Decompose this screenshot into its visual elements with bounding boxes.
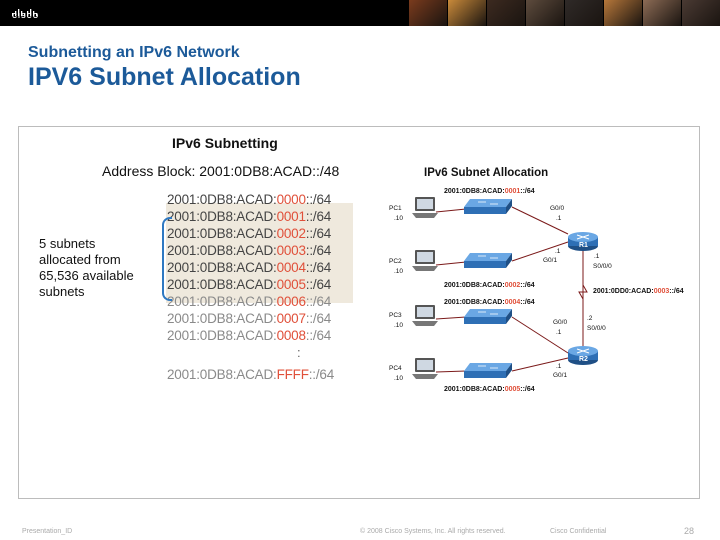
subnet-row: 2001:0DB8:ACAD:0000::/64 bbox=[167, 192, 332, 207]
diagram-heading: IPv6 Subnet Allocation bbox=[424, 167, 548, 179]
subnet-row: 2001:0DB8:ACAD:0008::/64 bbox=[167, 328, 332, 343]
subnet-label-0003: 2001:0DD0:ACAD:0003::/64 bbox=[593, 288, 684, 295]
allocation-note-line: subnets bbox=[39, 284, 85, 299]
pc1-host: .10 bbox=[394, 215, 403, 222]
r2-s000-label: S0/0/0 bbox=[587, 325, 606, 332]
r2-s000-host: .2 bbox=[587, 315, 593, 322]
serial-link-zigzag bbox=[578, 284, 588, 300]
pc2-name: PC2 bbox=[389, 258, 402, 265]
allocation-note-line: 65,536 available bbox=[39, 268, 134, 283]
subnet-row: 2001:0DB8:ACAD:0005::/64 bbox=[167, 277, 332, 292]
pc-2 bbox=[412, 250, 438, 271]
header-photo bbox=[525, 0, 564, 26]
switch-4 bbox=[464, 363, 512, 378]
header-bar: CISCO bbox=[0, 0, 720, 26]
pc-4 bbox=[412, 358, 438, 379]
r2-g01-host: .1 bbox=[556, 363, 562, 370]
allocation-note-line: 5 subnets bbox=[39, 236, 96, 251]
links bbox=[435, 206, 584, 373]
cisco-logo-icon bbox=[12, 9, 38, 16]
subnet-label-0004: 2001:0DB8:ACAD:0004::/64 bbox=[444, 299, 535, 306]
pc-1 bbox=[412, 197, 438, 218]
header-photo bbox=[486, 0, 525, 26]
subnet-row: 2001:0DB8:ACAD:0007::/64 bbox=[167, 311, 332, 326]
header-photo-strip bbox=[408, 0, 720, 26]
r1-g01-host: .1 bbox=[555, 248, 561, 255]
switch-1 bbox=[464, 199, 512, 214]
pc4-host: .10 bbox=[394, 375, 403, 382]
network-diagram: IPv6 Subnet Allocation 2001:0DB8:ACAD:00… bbox=[389, 167, 684, 393]
subnet-ellipsis: : bbox=[297, 345, 301, 360]
slide-subtitle: Subnetting an IPv6 Network bbox=[28, 44, 240, 61]
pc-3 bbox=[412, 305, 438, 326]
router-r1-label: R1 bbox=[579, 242, 588, 249]
footer-copyright: © 2008 Cisco Systems, Inc. All rights re… bbox=[360, 528, 506, 535]
footer-confidential: Cisco Confidential bbox=[550, 528, 607, 535]
header-photo bbox=[681, 0, 720, 26]
router-r2-label: R2 bbox=[579, 356, 588, 363]
pc3-host: .10 bbox=[394, 322, 403, 329]
pc2-host: .10 bbox=[394, 268, 403, 275]
header-photo bbox=[447, 0, 486, 26]
r1-s000-label: S0/0/0 bbox=[593, 263, 612, 270]
header-photo bbox=[564, 0, 603, 26]
slide-title: IPV6 Subnet Allocation bbox=[28, 63, 301, 91]
subnet-row: 2001:0DB8:ACAD:0004::/64 bbox=[167, 260, 332, 275]
r1-g00-host: .1 bbox=[556, 215, 562, 222]
router-r2 bbox=[568, 346, 598, 365]
content-figure: IPv6 Subnetting Address Block: 2001:0DB8… bbox=[18, 126, 700, 499]
switch-2 bbox=[464, 253, 512, 268]
header-photo bbox=[408, 0, 447, 26]
switch-3 bbox=[464, 309, 512, 324]
subnet-label-0001: 2001:0DB8:ACAD:0001::/64 bbox=[444, 188, 535, 195]
subnet-row: 2001:0DB8:ACAD:0006::/64 bbox=[167, 294, 332, 309]
pc3-name: PC3 bbox=[389, 312, 402, 319]
r1-g00-label: G0/0 bbox=[550, 205, 564, 212]
router-r1 bbox=[568, 232, 598, 251]
subnet-row: 2001:0DB8:ACAD:0001::/64 bbox=[167, 209, 332, 224]
header-photo bbox=[642, 0, 681, 26]
brand-name: CISCO bbox=[12, 13, 40, 20]
subnetting-heading: IPv6 Subnetting bbox=[172, 135, 278, 151]
allocation-bracket bbox=[162, 217, 172, 301]
allocated-subnets-highlight bbox=[166, 203, 353, 303]
subnet-row-last: 2001:0DB8:ACAD:FFFF::/64 bbox=[167, 367, 335, 382]
subnet-label-0002: 2001:0DB8:ACAD:0002::/64 bbox=[444, 282, 535, 289]
pc4-name: PC4 bbox=[389, 365, 402, 372]
subnet-row: 2001:0DB8:ACAD:0003::/64 bbox=[167, 243, 332, 258]
subnet-label-0005: 2001:0DB8:ACAD:0005::/64 bbox=[444, 386, 535, 393]
r1-s000-host: .1 bbox=[594, 253, 600, 260]
allocation-note-line: allocated from bbox=[39, 252, 121, 267]
r2-g00-host: .1 bbox=[556, 329, 562, 336]
r1-g01-label: G0/1 bbox=[543, 257, 557, 264]
address-block: Address Block: 2001:0DB8:ACAD::/48 bbox=[102, 163, 340, 179]
footer-page-number: 28 bbox=[684, 526, 695, 536]
r2-g01-label: G0/1 bbox=[553, 372, 567, 379]
header-photo bbox=[603, 0, 642, 26]
footer-presentation-id: Presentation_ID bbox=[22, 528, 73, 535]
r2-g00-label: G0/0 bbox=[553, 319, 567, 326]
subnet-row: 2001:0DB8:ACAD:0002::/64 bbox=[167, 226, 332, 241]
pc1-name: PC1 bbox=[389, 205, 402, 212]
